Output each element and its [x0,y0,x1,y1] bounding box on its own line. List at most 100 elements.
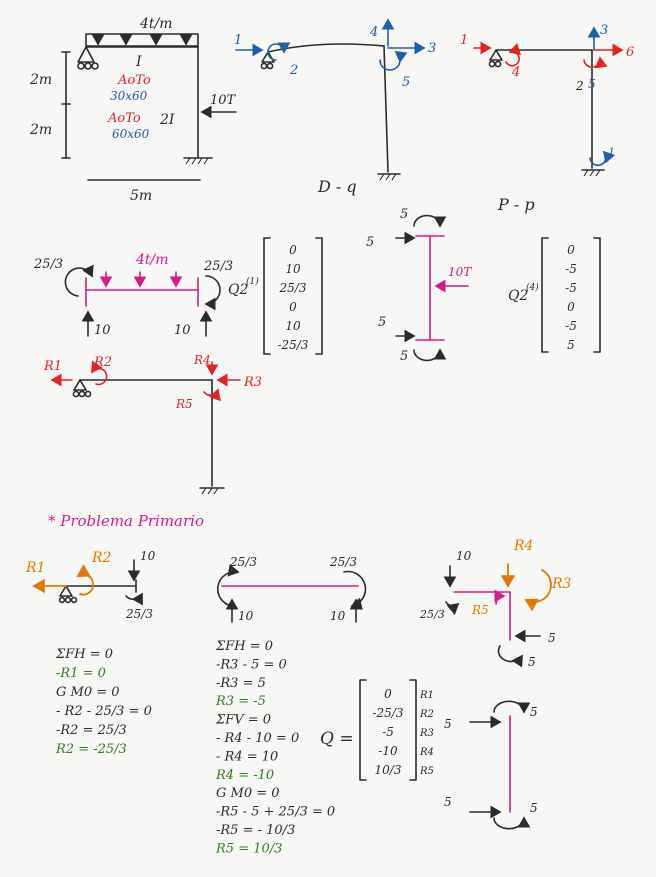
primary-left-equation: -R1 = 0 [56,666,106,681]
pin-support-icon [77,46,95,63]
height-lower: 2m [29,122,52,138]
column-load-label: 10T [448,265,472,279]
dq-dof-4: 4 [369,25,378,40]
span-label: 5m [130,188,152,204]
pp-dof-6: 6 [626,45,634,60]
load-label: 4t/m [139,16,173,32]
primary-middle-equation: -R5 - 5 + 25/3 = 0 [216,805,335,820]
pp-dof-3: 3 [600,23,608,38]
column-top-moment-label: 5 [530,705,538,719]
beam-vector-entry: 10 [285,319,301,333]
primary-column: 5 5 5 5 [444,700,538,830]
primary-middle-equation: R3 = -5 [215,694,266,709]
q-vector-label: Q = [320,729,354,749]
beam-moment-right: 25/3 [203,259,233,274]
joint-r4: R4 [513,538,533,554]
dq-dof-3: 3 [428,41,436,56]
column-vector-values: 0-5-50-55 [565,243,577,352]
beam-moment-left: 25/3 [33,257,63,272]
beam-material: AoTo [117,73,151,88]
column-vector-entry: 0 [567,243,575,257]
dq-dof-5: 5 [402,75,410,90]
primary-middle-equation: - R4 = 10 [216,749,278,764]
column-bottom-force: 5 [378,315,386,330]
primary-beam-moment-right: 25/3 [329,555,357,569]
primary-beam: 25/3 25/3 10 10 ΣFH = 0-R3 - 5 = 0-R3 = … [215,555,367,856]
primary-middle-equation: R4 = -10 [215,768,274,783]
primary-left-equation: G M0 = 0 [56,685,120,700]
primary-middle-equation: R5 = 10/3 [215,841,282,856]
primary-left-node: R1 R2 10 25/3 ΣFH = 0-R1 = 0G M0 = 0- R2… [25,549,156,757]
joint-shear: 5 [548,631,556,645]
dq-dof-1: 1 [234,33,242,48]
reactions-frame: R1 R2 R4 R3 R5 [43,353,262,495]
primary-left-equations: ΣFH = 0-R1 = 0G M0 = 0- R2 - 25/3 = 0-R2… [55,647,152,757]
pp-dof-1: 1 [460,33,468,48]
joint-force: 10 [456,549,472,563]
pp-dof-2: 2 [575,79,584,93]
dq-dof-2: 2 [289,63,298,78]
pp-dof-1b: 1 [608,146,615,159]
joint-r3: R3 [551,576,572,592]
column-top-shear-label: 5 [444,717,452,731]
beam-vector-entry: 10 [285,262,301,276]
primary-problem-title: * Problema Primario [48,512,204,530]
q-vector-entry: 10/3 [375,763,402,777]
column-top-moment: 5 [400,207,408,222]
reaction-r1: R1 [43,359,62,374]
column-bottom-moment: 5 [400,349,408,364]
pp-dof-4: 4 [511,65,520,80]
beam-inertia: I [135,54,142,70]
beam-reaction-right: 10 [174,323,191,338]
primary-beam-reaction-left: 10 [238,609,254,623]
pp-diagram: 1 4 3 6 2 5 1 P - p [460,23,634,214]
height-upper: 2m [29,72,52,88]
distributed-load-box [85,33,199,47]
column-bottom-shear-label: 5 [444,795,452,809]
pp-dof-5: 5 [588,77,596,91]
reaction-r5: R5 [175,397,193,411]
dq-diagram: 1 2 3 4 5 D - q [234,18,436,196]
beam-vector-entry: -25/3 [277,338,308,352]
primary-middle-equation: G M0 = 0 [216,786,280,801]
column-material: AoTo [107,111,141,126]
primary-middle-equation: ΣFV = 0 [215,713,271,728]
primary-beam-moment-left: 25/3 [229,555,257,569]
primary-left-equation: -R2 = 25/3 [56,723,127,738]
primary-middle-equation: -R3 - 5 = 0 [216,657,287,672]
beam-load-label: 4t/m [135,252,169,268]
reaction-r3: R3 [243,375,262,390]
beam-vector-element: (1) [246,276,259,287]
primary-left-equation: R2 = -25/3 [55,742,127,757]
column-vector-label: Q2 [508,288,528,304]
column-vector-entry: -5 [565,262,577,276]
primary-left-moment: 25/3 [125,607,153,621]
joint-r5: R5 [471,603,489,617]
joint-col-moment: 5 [528,655,536,669]
column-inertia: 2I [159,112,175,128]
dq-caption: D - q [317,177,357,196]
joint-moment: 25/3 [419,608,445,621]
q-vector-row-label: R4 [419,747,434,758]
primary-middle-equation: - R4 - 10 = 0 [216,731,299,746]
pp-caption: P - p [497,195,535,214]
q-vector-row-label: R2 [419,709,434,720]
primary-left-force: 10 [140,549,156,563]
primary-joint: 10 R4 R3 25/3 R5 5 5 [419,538,572,669]
beam-vector-entry: 0 [289,243,297,257]
column-vector-entry: 5 [567,338,575,352]
column-section: 60x60 [112,127,150,141]
column-vector-element: (4) [526,282,539,293]
primary-middle-equation: ΣFH = 0 [215,639,273,654]
primary-left-equation: ΣFH = 0 [55,647,113,662]
reaction-r4: R4 [193,353,211,367]
column-vector-entry: -5 [565,319,577,333]
column-top-force: 5 [366,235,374,250]
q-vector-row-label: R5 [419,766,434,777]
